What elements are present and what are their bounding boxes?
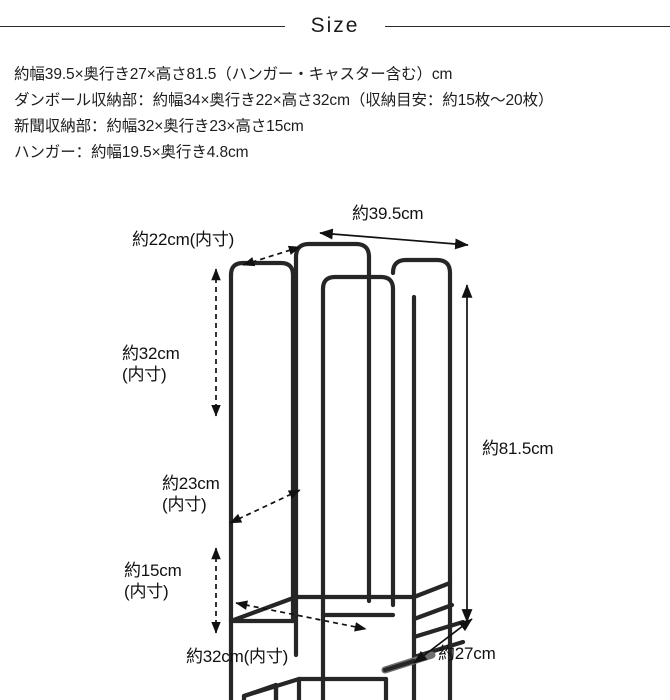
dim-label-height-upper: 約32cm (内寸)	[122, 344, 180, 384]
spec-line-newspaper: 新聞収納部：約幅32×奥行き23×高さ15cm	[14, 118, 304, 135]
dim-label-height-lower: 約15cm (内寸)	[124, 561, 182, 601]
spec-line-overall: 約幅39.5×奥行き27×高さ81.5（ハンガー・キャスター含む）cm	[14, 66, 453, 83]
dim-label-depth-overall: 約27cm	[438, 644, 496, 663]
divider-loop-center	[320, 274, 396, 618]
dim-label-height-overall: 約81.5cm	[482, 439, 554, 458]
dim-label-depth-upper: 約22cm(内寸)	[132, 230, 235, 249]
arrow-depth-lower	[229, 489, 301, 524]
newspaper-divider-center-rear	[273, 676, 389, 700]
arrow-depth-upper	[242, 245, 301, 267]
arrow-width-lower	[235, 600, 367, 632]
page-title: Size	[310, 13, 360, 37]
newspaper-basket-rails	[241, 676, 302, 699]
spec-line-hanger: ハンガー：約幅19.5×奥行き4.8cm	[14, 144, 249, 161]
divider-loop-rear-left	[293, 241, 372, 600]
specification-list: 約幅39.5×奥行き27×高さ81.5（ハンガー・キャスター含む）cm ダンボー…	[14, 62, 664, 166]
divider-loop-front-left	[228, 260, 296, 624]
page-header: Size	[0, 0, 670, 52]
arrow-depth-overall	[413, 618, 473, 664]
rack-wireframe	[228, 241, 466, 700]
header-rule-right	[385, 25, 670, 27]
dimension-arrows	[211, 228, 473, 664]
product-dimension-diagram: 約22cm(内寸) 約39.5cm 約32cm (内寸) 約81.5cm 約23…	[0, 185, 670, 700]
header-rule-left	[0, 25, 285, 27]
dim-label-width-overall: 約39.5cm	[352, 204, 424, 223]
dim-label-width-lower: 約32cm(内寸)	[186, 647, 289, 666]
arrow-width-overall	[319, 228, 469, 250]
divider-loop-rear-right	[390, 257, 453, 586]
rack-illustration	[211, 228, 473, 700]
spec-line-cardboard: ダンボール収納部：約幅34×奥行き22×高さ32cm（収納目安：約15枚～20枚…	[14, 92, 554, 109]
upper-shelf-frame-right	[411, 580, 455, 622]
dim-label-depth-lower: 約23cm (内寸)	[162, 474, 220, 514]
